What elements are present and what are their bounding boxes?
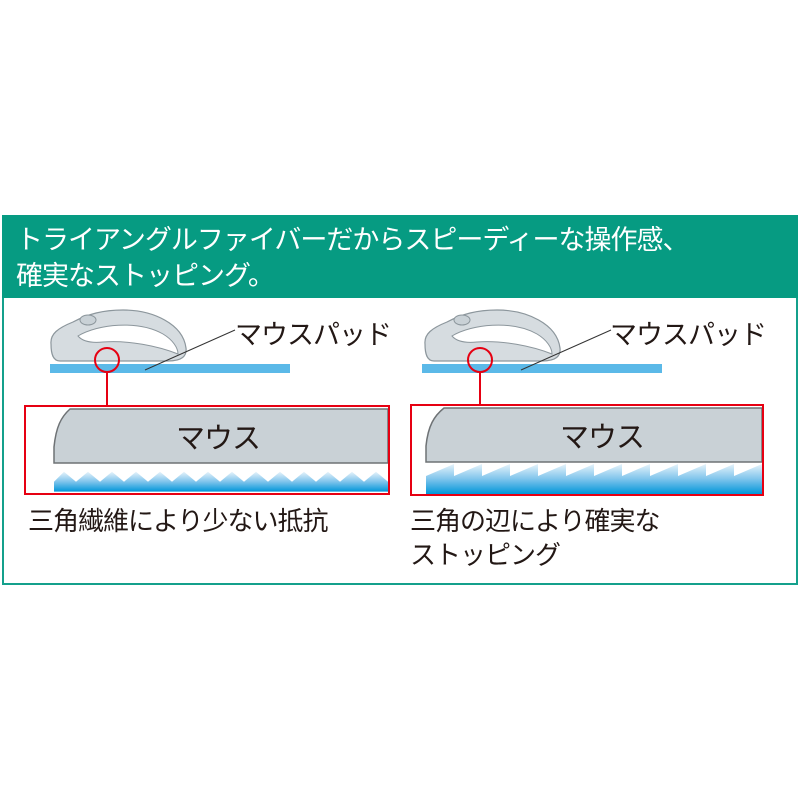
caption-line-1: 三角繊維により少ない抵抗 — [28, 507, 328, 537]
header-line-2: 確実なストッピング。 — [16, 261, 275, 292]
leader-line — [144, 329, 236, 371]
zoom-connector-line — [106, 373, 108, 405]
detail-box: マウス — [24, 405, 390, 495]
zoom-connector-line — [479, 373, 481, 405]
caption-line-1: 三角の辺により確実な — [410, 507, 660, 537]
mouse-illustration-icon — [50, 309, 187, 362]
panel-low-resistance: マウスパッド マウス 三角繊維により少ない抵抗 — [10, 298, 400, 583]
mouse-illustration-icon — [424, 309, 561, 362]
zoom-circle-icon — [94, 347, 120, 373]
fiber-detail-illustration — [53, 408, 388, 492]
mouse-label: マウス — [176, 421, 261, 455]
header-line-1: トライアングルファイバーだからスピーディーな操作感、 — [16, 225, 689, 256]
detail-box: マウス — [410, 404, 764, 496]
mousepad-bar — [422, 364, 662, 373]
mousepad-bar — [50, 364, 290, 373]
header-banner: トライアングルファイバーだからスピーディーな操作感、 確実なストッピング。 — [2, 215, 798, 298]
caption-line-2: ストッピング — [410, 541, 561, 571]
mouse-label: マウス — [560, 420, 645, 454]
leader-line — [520, 329, 612, 371]
diagram-frame — [2, 215, 798, 585]
mousepad-label: マウスパッド — [610, 320, 767, 351]
mousepad-label: マウスパッド — [235, 320, 392, 351]
panel-sure-stopping: マウスパッド マウス 三角の辺により確実な ストッピング — [398, 298, 788, 583]
zoom-circle-icon — [467, 347, 493, 373]
fiber-detail-illustration — [425, 407, 762, 494]
